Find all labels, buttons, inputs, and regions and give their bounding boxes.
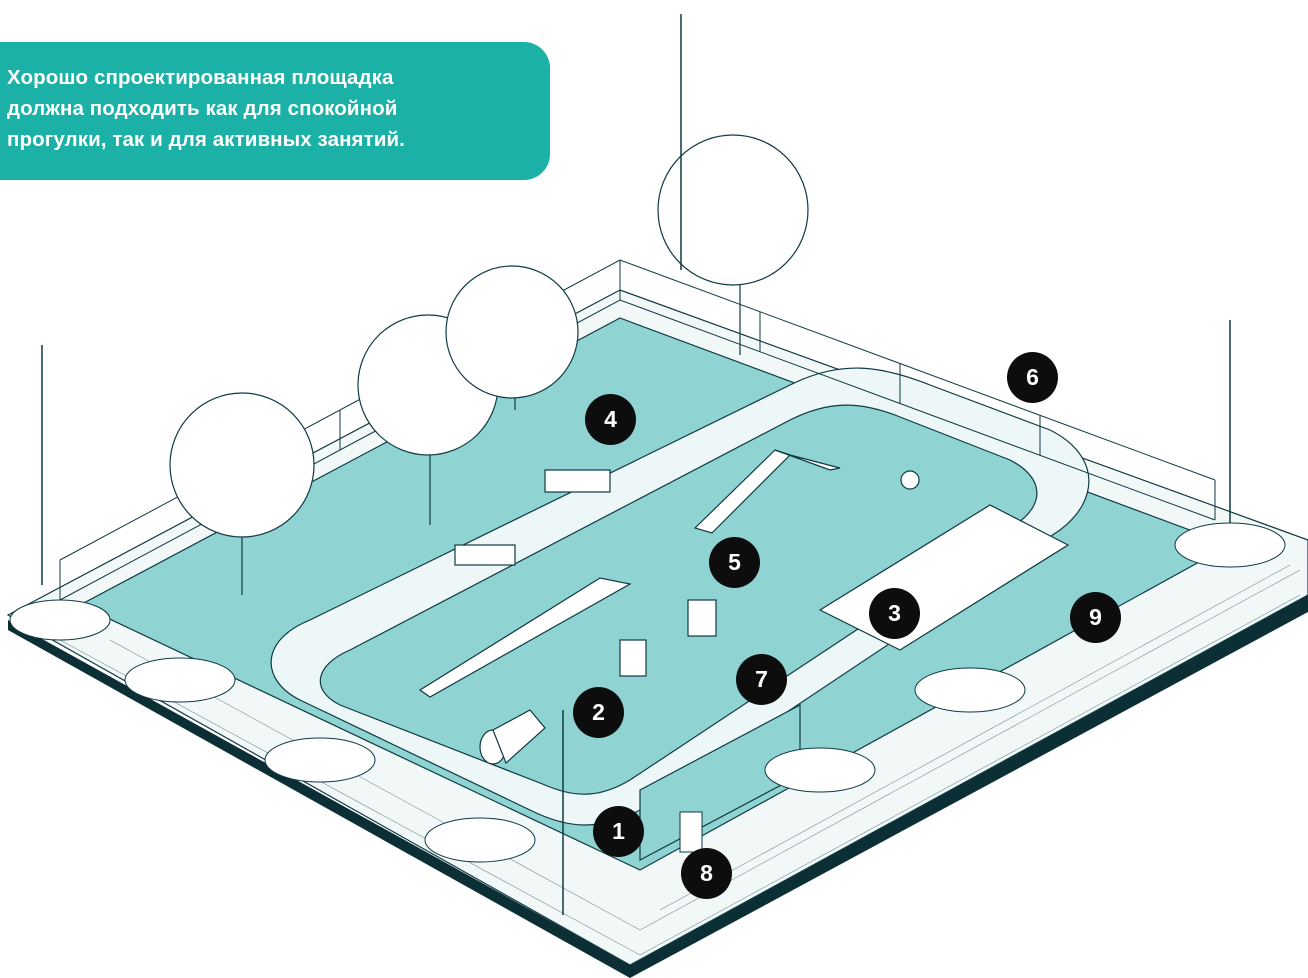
marker-4: 4 <box>585 394 636 445</box>
callout-banner: Хорошо спроектированная площадка должна … <box>0 42 550 180</box>
marker-8: 8 <box>681 848 732 899</box>
callout-line-1: Хорошо спроектированная площадка <box>7 66 394 89</box>
tree <box>169 392 315 595</box>
tree <box>445 265 579 410</box>
marker-6: 6 <box>1007 352 1058 403</box>
marker-7: 7 <box>736 654 787 705</box>
callout-line-3: прогулки, так и для активных занятий. <box>7 128 405 151</box>
platform-base-left <box>8 620 630 978</box>
shrub-border <box>9 522 1286 863</box>
agility-field <box>319 404 1038 795</box>
platform-base-right <box>630 595 1308 978</box>
marker-9: 9 <box>1070 592 1121 643</box>
marker-2: 2 <box>573 687 624 738</box>
tree <box>657 134 809 355</box>
marker-5: 5 <box>709 537 760 588</box>
marker-1: 1 <box>593 806 644 857</box>
lamp-post <box>41 14 1231 915</box>
callout-line-2: должна подходить как для спокойной <box>7 97 398 120</box>
agility-equipment <box>418 449 920 765</box>
entrance-door <box>679 811 703 853</box>
marker-3: 3 <box>869 588 920 639</box>
